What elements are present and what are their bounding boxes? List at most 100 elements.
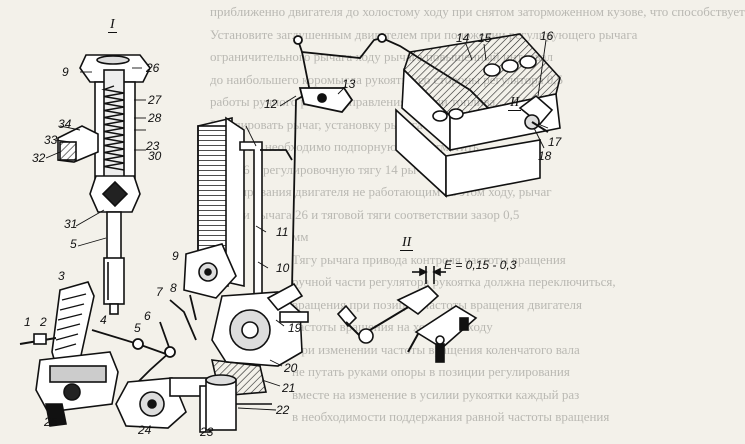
background-text-line: в необходимости поддержания равной часто… (292, 409, 610, 424)
callout-23-lower: 23 (200, 425, 214, 439)
rod-end-joint (377, 33, 387, 43)
background-text-line: вместе на изменение в усилии рукоятки ка… (292, 386, 580, 402)
callout-11: 11 (276, 225, 289, 239)
callout-6: 6 (144, 309, 151, 323)
callout-34: 34 (58, 117, 72, 131)
governor-head-center (204, 268, 212, 276)
pedal-plate (51, 281, 95, 367)
clearance-arrowhead-right (432, 267, 441, 277)
clearance-note: E = 0,15 - 0,3 (444, 258, 517, 272)
callout-21: 21 (282, 381, 296, 395)
detail-bolt-b (459, 317, 469, 331)
linkage-rod-4 (91, 329, 167, 355)
clearance-arrowhead-left (419, 267, 428, 277)
detail-pin (435, 335, 445, 345)
linkage-rod-6 (159, 321, 171, 351)
pump-column-top (205, 374, 237, 386)
callout-26: 26 (146, 61, 160, 75)
stop-screw-nut (33, 333, 47, 345)
background-text-line: Регулировать рычаг, установку рычага (210, 116, 423, 132)
pedal-base-top (49, 365, 107, 383)
leader-lines (45, 39, 549, 411)
callout-8: 8 (170, 281, 177, 295)
callout-16: 16 (540, 29, 554, 43)
callout-13: 13 (342, 77, 356, 91)
callout-14: 14 (456, 31, 470, 45)
pedal-foot (45, 403, 67, 427)
callout-4: 4 (100, 313, 107, 327)
callout-33: 33 (44, 133, 58, 147)
pump-column-22 (205, 379, 237, 431)
injection-pump (205, 282, 309, 431)
callout-1: 1 (24, 315, 31, 329)
detail-lever-tip (336, 304, 358, 328)
pedal-pivot (63, 383, 81, 401)
callout-17: 17 (548, 135, 562, 149)
rod-joint-a (132, 338, 144, 350)
callout-5-upper: 5 (70, 237, 77, 251)
callout-3: 3 (58, 269, 65, 283)
background-text-line: Тягу рычага привода контроля частоты вра… (292, 251, 566, 267)
linkage-rod-8 (189, 294, 197, 321)
background-text-line: не путать руками опоры в позиции регулир… (292, 364, 570, 379)
nut-center (101, 180, 129, 208)
callout-32: 32 (32, 151, 46, 165)
engine-lever-arm (531, 121, 549, 133)
detail-plate (414, 305, 478, 349)
column-rod (106, 211, 122, 261)
callout-5-lower: 5 (134, 321, 141, 335)
engine-block (395, 33, 561, 198)
pump-lever-19 (266, 282, 304, 312)
callout-7: 7 (156, 285, 163, 299)
detail-plate-arm (407, 333, 419, 353)
callout-15: 15 (478, 31, 492, 45)
upper-crossbar (297, 37, 383, 59)
callout-27: 27 (148, 93, 162, 107)
callout-9-upper: 9 (62, 65, 69, 79)
callout-25: 25 (44, 415, 58, 429)
governor-column-assembly (57, 54, 151, 315)
callout-24: 24 (138, 423, 152, 437)
callout-31: 31 (64, 217, 78, 231)
view-label-two-detail: II (400, 235, 414, 251)
background-text-line: рычаги рычага 26 и тяговой тяги соответс… (210, 206, 520, 222)
callout-19: 19 (288, 321, 302, 335)
mechanism-drawing (19, 33, 561, 433)
rod-joint-b (164, 346, 176, 358)
linkage-rod-7 (169, 299, 197, 341)
callout-12: 12 (264, 97, 278, 111)
callout-20: 20 (284, 361, 298, 375)
cap-ellipse (96, 55, 130, 65)
engine-base-front (445, 139, 541, 197)
lower-linkage (91, 294, 197, 403)
background-text-line: мм (292, 229, 309, 244)
detail-view-two (336, 266, 478, 363)
hub-center (147, 399, 157, 409)
background-text-line: Установите заглушенным двигателем при по… (210, 26, 638, 42)
column-spring (101, 85, 125, 171)
view-label-one: I (108, 17, 117, 33)
pump-stub (279, 311, 309, 323)
pump-drum-inner (241, 321, 259, 339)
bracket-13-pin (317, 93, 327, 103)
pedal-ribs (54, 293, 87, 351)
side-lever-hatched (59, 141, 77, 161)
view-label-two: II (508, 95, 522, 111)
engine-ports (432, 55, 537, 122)
callout-22: 22 (276, 403, 290, 417)
callout-9-lower: 9 (172, 249, 179, 263)
upper-branch-rod (260, 149, 293, 161)
pump-side (225, 116, 245, 287)
callout-23-upper: 23 (146, 139, 160, 153)
rod-tip (109, 303, 119, 315)
callout-28: 28 (148, 111, 162, 125)
rod-sleeve (103, 257, 125, 305)
background-text-line: вращения при позиции частоты вращения дв… (292, 296, 582, 312)
callout-2: 2 (40, 315, 47, 329)
callout-10: 10 (276, 261, 290, 275)
background-text-line: ручной части регулятора рукоятка должна … (292, 274, 616, 289)
pedal-assembly (19, 281, 119, 427)
detail-bolt-a (435, 343, 445, 363)
callout-18: 18 (538, 149, 552, 163)
rod-start-joint (293, 35, 303, 45)
